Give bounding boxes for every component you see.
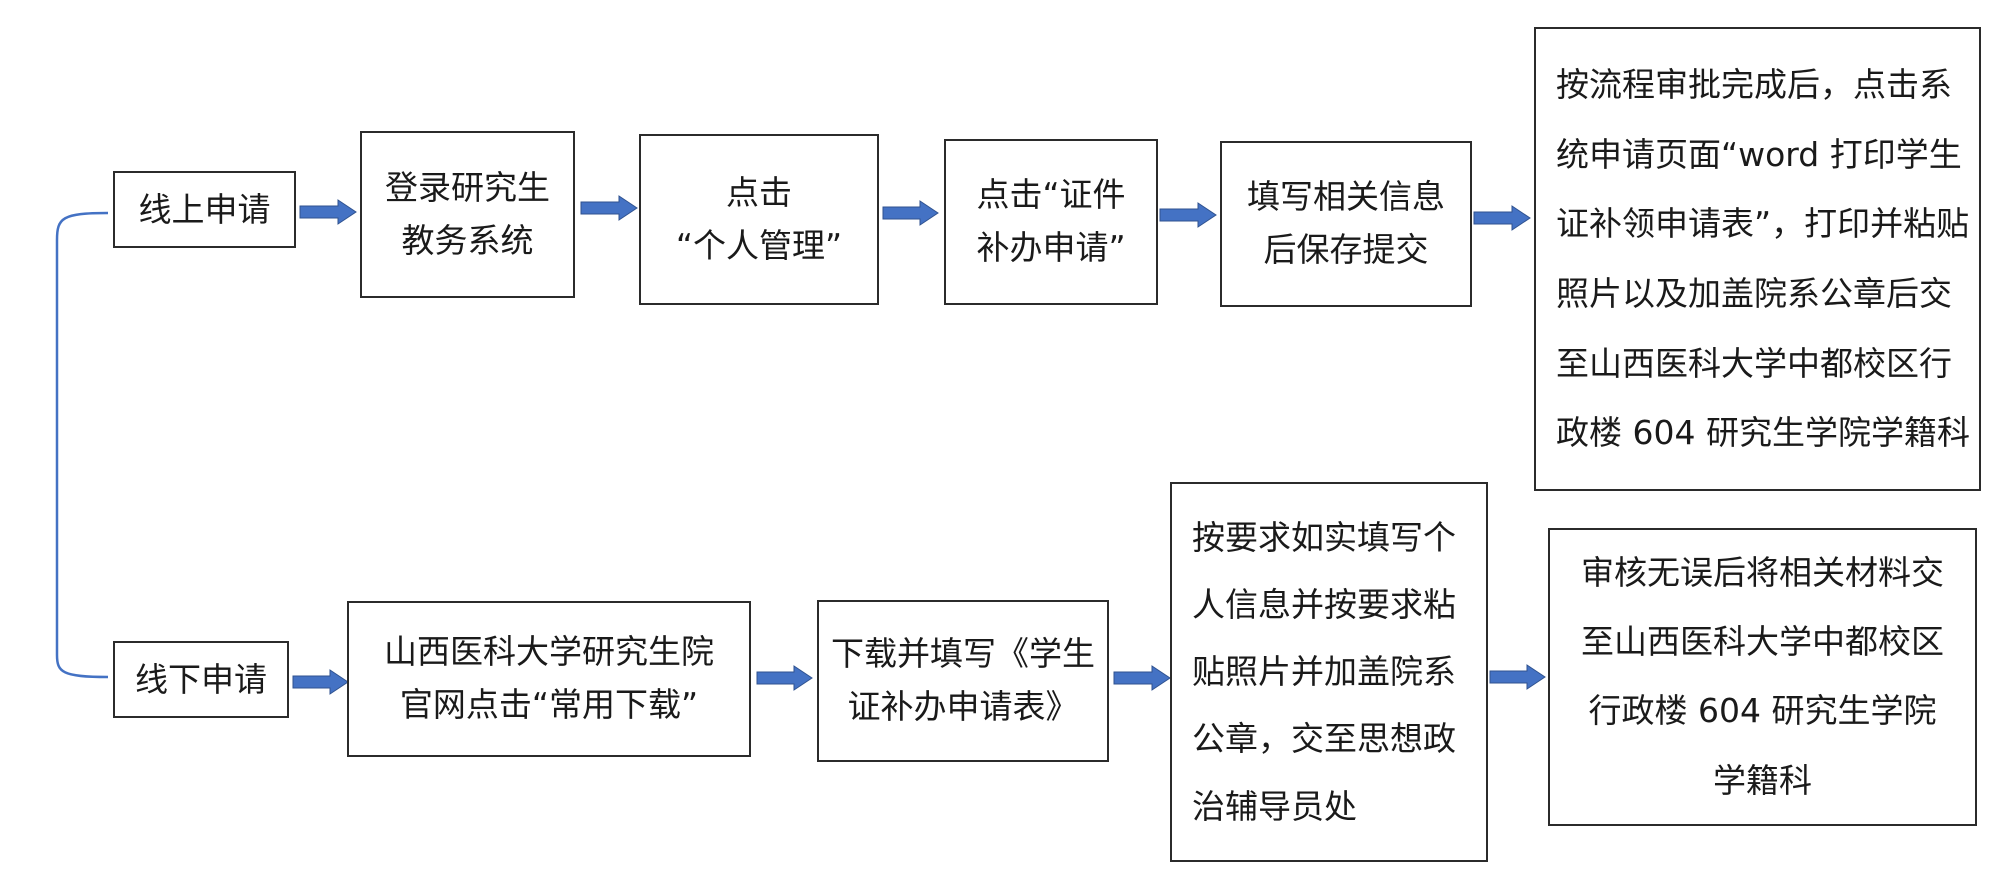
- offline-step-3-line-3: 贴照片并加盖院系: [1192, 652, 1456, 692]
- arrow-online-2: [580, 195, 638, 221]
- arrow-online-5: [1473, 205, 1531, 231]
- online-step-1-line-1: 登录研究生: [385, 167, 550, 207]
- online-step-3: 点击“证件 补办申请”: [944, 139, 1158, 305]
- online-start-label: 线上申请: [138, 189, 271, 229]
- offline-step-2-line-2: 证补办申请表》: [847, 687, 1079, 726]
- online-step-1-line-2: 教务系统: [401, 220, 534, 260]
- online-step-3-line-2: 补办申请”: [976, 228, 1126, 267]
- offline-step-4: 审核无误后将相关材料交 至山西医科大学中都校区 行政楼 604 研究生学院 学籍…: [1548, 528, 1977, 826]
- online-step-4: 填写相关信息 后保存提交: [1220, 141, 1472, 307]
- online-step-5-line-2: 统申请页面“word 打印学生: [1556, 134, 1962, 174]
- online-step-5: 按流程审批完成后，点击系 统申请页面“word 打印学生 证补领申请表”，打印并…: [1534, 27, 1981, 491]
- online-start-node: 线上申请: [113, 171, 296, 248]
- online-step-1: 登录研究生 教务系统: [360, 131, 575, 298]
- branch-bracket: [55, 211, 109, 679]
- arrow-offline-1: [292, 669, 349, 695]
- online-step-5-line-6: 政楼 604 研究生学院学籍科: [1556, 413, 1970, 453]
- online-step-4-line-1: 填写相关信息: [1247, 177, 1445, 217]
- online-step-2: 点击 “个人管理”: [639, 134, 879, 305]
- arrow-offline-3: [1113, 665, 1171, 691]
- arrow-online-4: [1159, 202, 1217, 228]
- online-step-5-line-5: 至山西医科大学中都校区行: [1556, 343, 1952, 383]
- online-step-4-line-2: 后保存提交: [1263, 230, 1429, 269]
- online-step-5-line-3: 证补领申请表”，打印并粘贴: [1556, 204, 1970, 244]
- offline-step-4-line-3: 行政楼 604 研究生学院: [1588, 691, 1937, 731]
- offline-step-3-line-4: 公章，交至思想政: [1192, 719, 1456, 759]
- offline-step-2-line-1: 下载并填写《学生: [831, 634, 1095, 674]
- offline-step-3: 按要求如实填写个 人信息并按要求粘 贴照片并加盖院系 公章，交至思想政 治辅导员…: [1170, 482, 1488, 862]
- arrow-offline-2: [756, 665, 813, 691]
- offline-step-1-line-1: 山西医科大学研究生院: [384, 632, 714, 672]
- offline-step-3-line-1: 按要求如实填写个: [1192, 517, 1456, 557]
- offline-step-3-line-5: 治辅导员处: [1192, 786, 1357, 826]
- online-step-5-line-4: 照片以及加盖院系公章后交: [1556, 274, 1952, 314]
- offline-step-3-line-2: 人信息并按要求粘: [1192, 584, 1456, 624]
- arrow-offline-4: [1489, 664, 1546, 690]
- offline-step-4-line-2: 至山西医科大学中都校区: [1581, 621, 1944, 661]
- offline-start-node: 线下申请: [113, 641, 289, 718]
- online-step-2-line-2: “个人管理”: [675, 225, 843, 265]
- arrow-online-3: [882, 200, 939, 226]
- offline-start-label: 线下申请: [135, 659, 267, 699]
- offline-step-1-line-2: 官网点击“常用下载”: [399, 685, 699, 724]
- online-step-3-line-1: 点击“证件: [976, 175, 1126, 215]
- offline-step-4-line-4: 学籍科: [1713, 760, 1812, 800]
- online-step-2-line-1: 点击: [726, 172, 792, 212]
- online-step-5-line-1: 按流程审批完成后，点击系: [1556, 65, 1952, 105]
- offline-step-2: 下载并填写《学生 证补办申请表》: [817, 600, 1109, 762]
- offline-step-4-line-1: 审核无误后将相关材料交: [1581, 552, 1944, 592]
- offline-step-1: 山西医科大学研究生院 官网点击“常用下载”: [347, 601, 751, 757]
- arrow-online-1: [299, 199, 357, 225]
